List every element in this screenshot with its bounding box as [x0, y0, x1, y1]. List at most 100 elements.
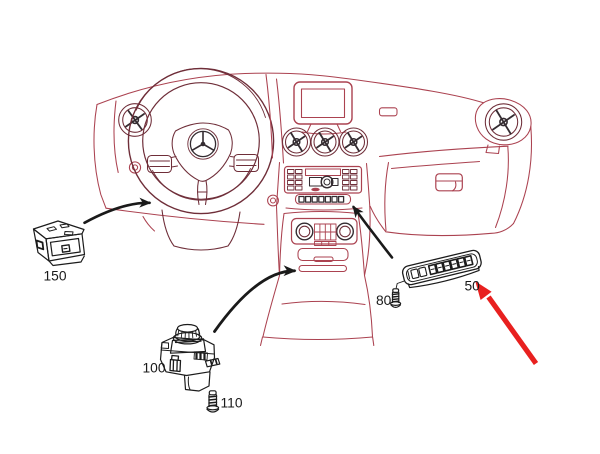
line-art-group	[298, 195, 345, 203]
line-art-group	[338, 127, 369, 157]
line-art-segment	[177, 328, 201, 339]
line-art-group	[401, 249, 482, 289]
text-label: 80	[376, 293, 392, 308]
line-art-circle	[338, 127, 369, 157]
line-art-segment	[378, 145, 509, 158]
line-art-rect	[304, 195, 312, 203]
line-art-circle	[295, 222, 314, 241]
line-art-rect	[342, 185, 350, 191]
line-art-segment	[197, 179, 208, 206]
line-art-group	[281, 127, 369, 157]
line-art-segment	[170, 155, 235, 168]
line-art-segment	[321, 241, 330, 246]
line-art-rect	[283, 165, 363, 194]
line-art-rect	[427, 263, 438, 276]
line-art-segment	[390, 160, 481, 170]
line-art-rect	[146, 154, 173, 174]
line-art-circle	[349, 137, 358, 147]
line-art-segment	[209, 358, 218, 366]
line-art-segment	[213, 265, 297, 333]
line-art-group	[96, 72, 485, 106]
line-art-segment	[83, 197, 152, 225]
line-art-segment	[384, 161, 390, 232]
line-art-rect	[313, 256, 334, 263]
line-art-ellipse	[176, 323, 199, 333]
line-art-segment	[474, 98, 532, 146]
line-art-ellipse	[390, 301, 402, 307]
line-art-group	[310, 127, 340, 157]
line-art-rect	[318, 195, 325, 203]
line-art-rect	[298, 195, 305, 203]
line-art-group	[32, 220, 86, 267]
line-art-circle	[118, 103, 152, 137]
line-art-group	[285, 193, 363, 211]
line-art-segment	[142, 215, 156, 232]
line-art-circle	[484, 103, 523, 141]
line-art-rect	[337, 195, 345, 203]
line-art-rect	[295, 180, 303, 185]
line-art-segment	[235, 159, 257, 167]
line-art-rect	[418, 266, 428, 278]
line-art-group	[304, 168, 342, 192]
line-art-segment	[32, 220, 85, 240]
line-art-segment	[494, 145, 509, 229]
line-art-segment	[49, 237, 81, 257]
line-art-rect	[311, 195, 318, 203]
line-art-circle	[320, 175, 334, 189]
line-art-group	[275, 161, 371, 208]
line-art-rect	[330, 177, 339, 187]
line-art-group	[206, 390, 220, 413]
line-art-circle	[323, 178, 331, 186]
line-art-segment	[259, 336, 375, 347]
line-art-circle	[128, 161, 142, 174]
line-art-group	[435, 173, 463, 192]
line-art-rect	[435, 261, 445, 274]
line-art-group	[265, 73, 285, 207]
line-art-rect	[208, 390, 217, 396]
line-art-rect	[287, 169, 295, 174]
line-art-segment	[193, 351, 208, 361]
line-art-segment	[486, 295, 539, 366]
line-art-rect	[287, 174, 295, 180]
line-art-segment	[275, 161, 371, 208]
line-art-circle	[267, 194, 279, 207]
line-art-group	[427, 254, 474, 276]
line-art-segment	[435, 180, 463, 192]
line-art-segment	[96, 72, 485, 106]
line-art-segment	[48, 255, 85, 267]
line-art-rect	[350, 174, 358, 180]
line-art-segment	[208, 395, 218, 407]
line-art-rect	[304, 168, 342, 177]
line-art-segment	[183, 371, 211, 392]
line-art-circle	[269, 197, 277, 204]
line-art-rect	[324, 195, 332, 203]
line-art-segment	[391, 293, 400, 303]
line-art-segment	[407, 266, 480, 289]
line-art-rect	[295, 185, 303, 191]
text-label: 100	[143, 361, 166, 376]
line-art-rect	[294, 193, 352, 205]
line-art-segment	[46, 223, 74, 236]
line-art-segment	[195, 351, 206, 361]
line-art-group	[93, 100, 265, 232]
line-art-ellipse	[311, 187, 320, 192]
line-art-circle	[187, 128, 219, 160]
line-art-segment	[32, 228, 50, 262]
line-art-segment	[187, 376, 191, 390]
line-art-segment	[161, 209, 241, 251]
line-art-circle	[336, 222, 355, 241]
line-art-group	[159, 323, 221, 392]
line-art-rect	[293, 81, 353, 125]
line-art-rect	[295, 174, 303, 180]
line-art-rect	[463, 254, 474, 267]
line-art-circle	[320, 137, 330, 147]
line-art-segment	[152, 168, 251, 201]
line-art-rect	[350, 185, 358, 191]
line-art-segment	[265, 73, 285, 164]
line-art-segment	[160, 349, 215, 355]
line-art-rect	[342, 174, 350, 180]
line-art-group	[259, 205, 375, 347]
line-art-rect	[314, 241, 337, 246]
line-art-segment	[125, 110, 145, 130]
line-art-segment	[93, 103, 107, 209]
